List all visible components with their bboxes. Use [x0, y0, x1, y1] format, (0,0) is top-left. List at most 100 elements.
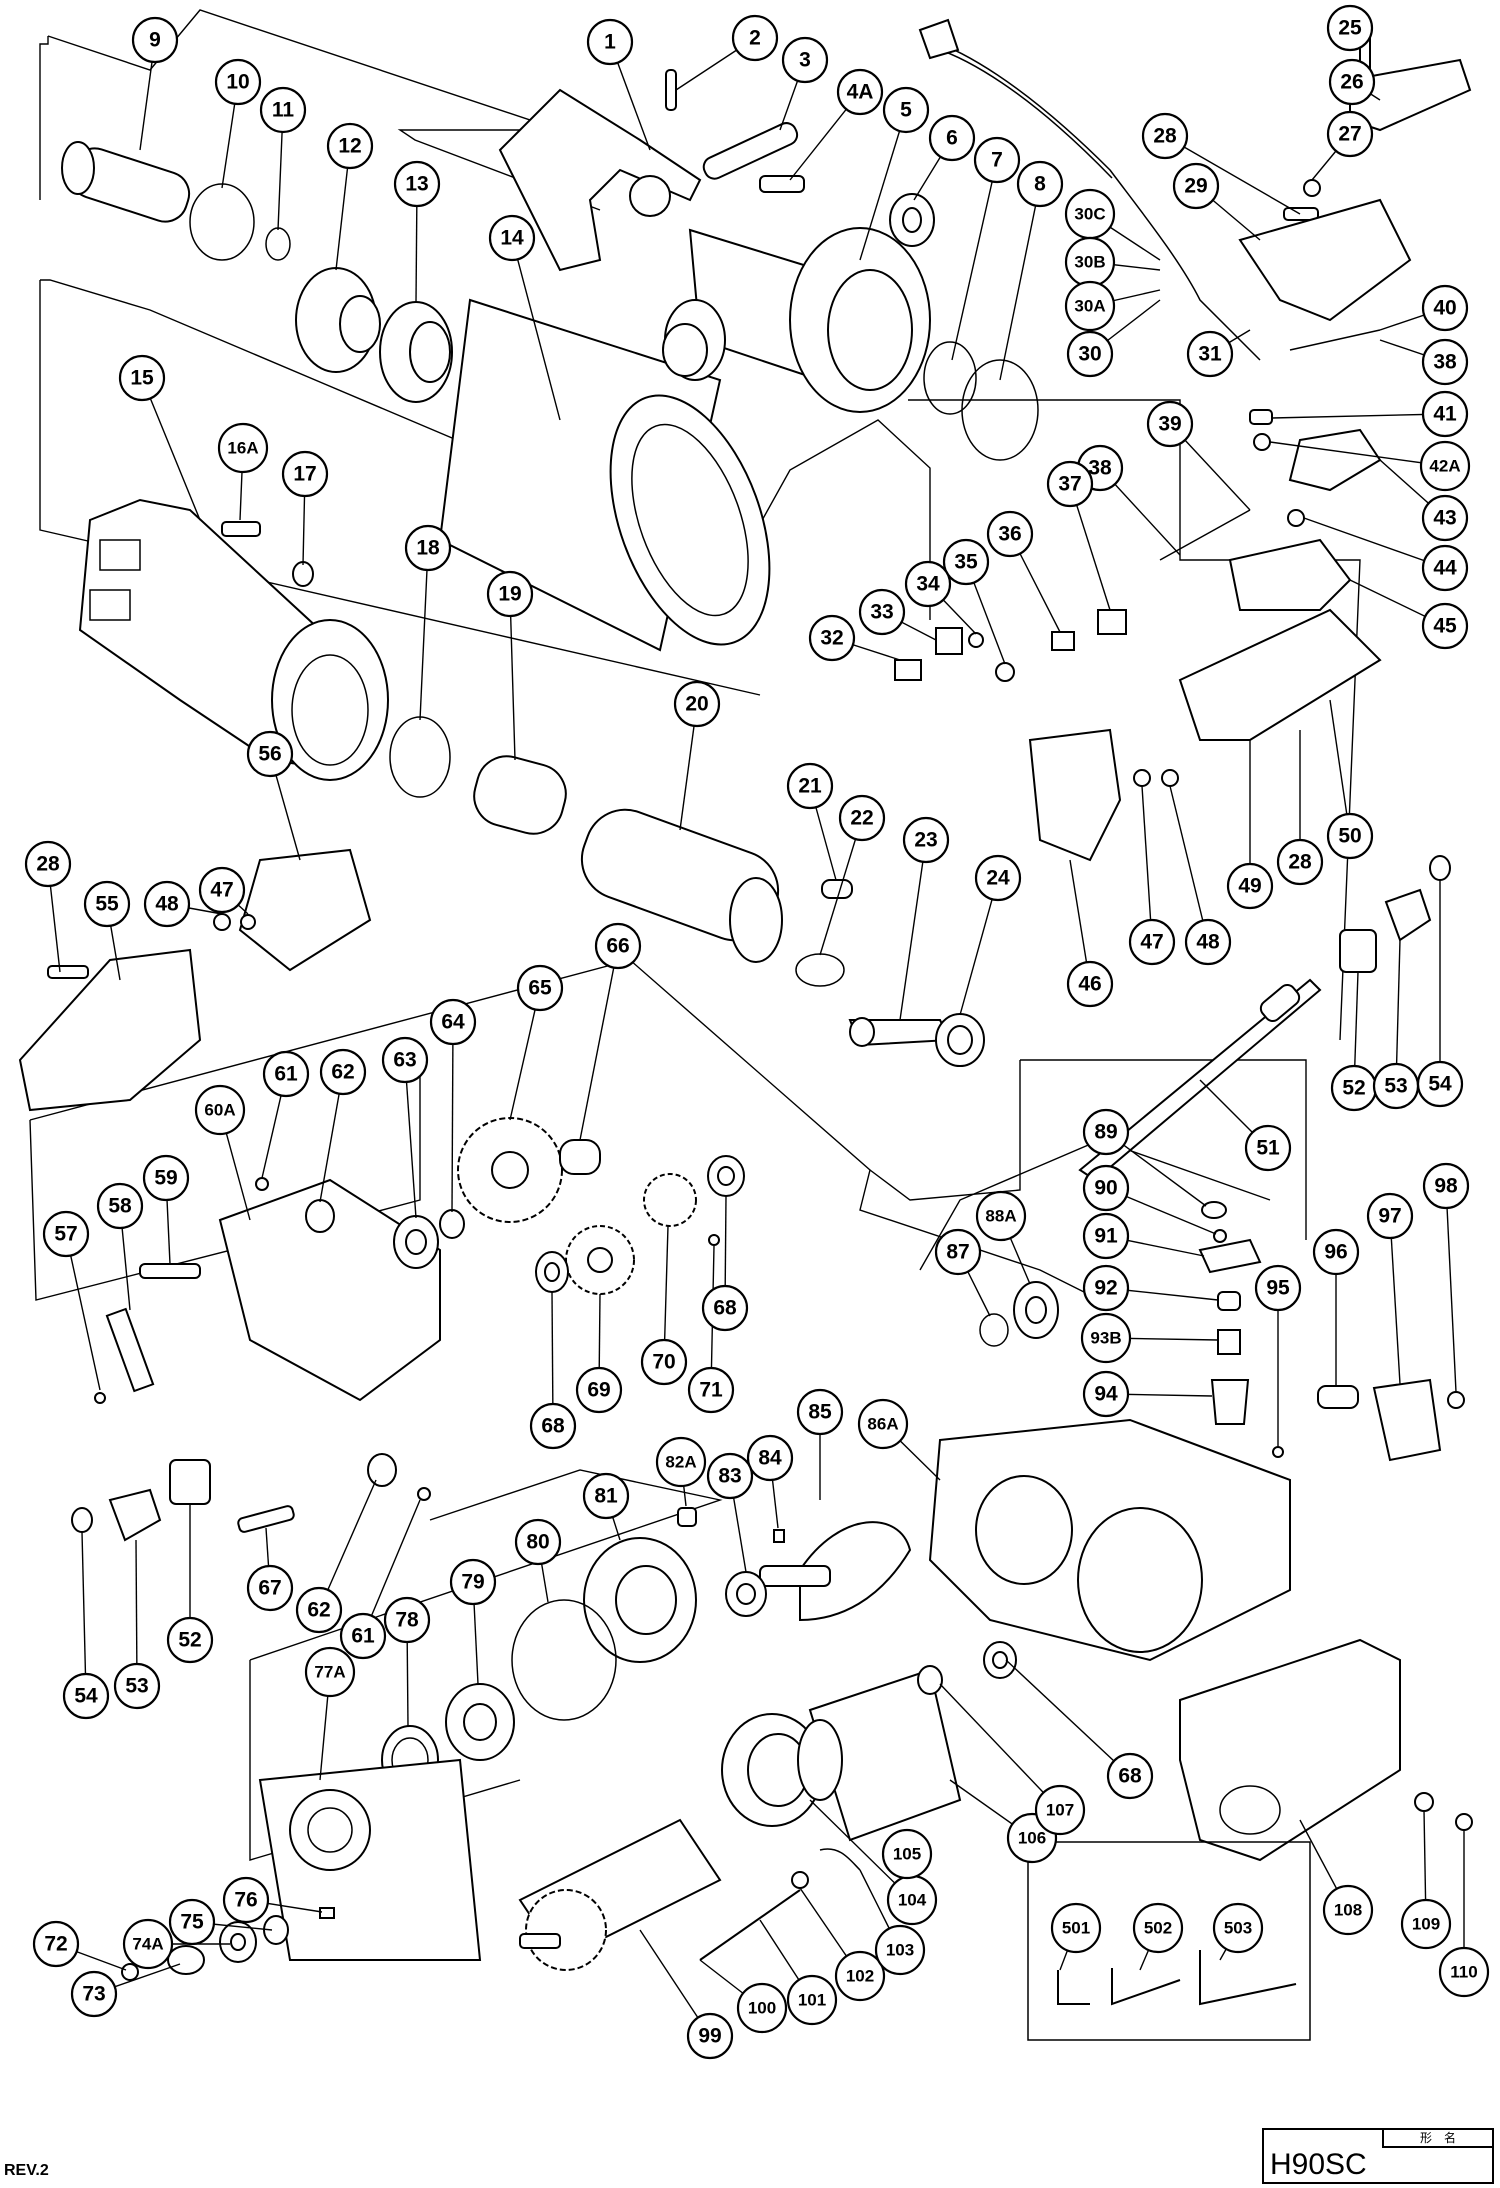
part-68-bearing-motor — [983, 1641, 1017, 1679]
callout-label: 67 — [258, 1577, 281, 1600]
callout-75: 75 — [168, 1898, 216, 1946]
leader-15 — [141, 377, 201, 521]
callout-label: 99 — [698, 2025, 721, 2048]
callout-label: 104 — [898, 1891, 927, 1910]
callout-52: 52 — [1330, 1064, 1378, 1112]
part-68-bearing-lower — [535, 1251, 569, 1293]
callout-104: 104 — [886, 1874, 938, 1926]
callout-circle — [575, 1366, 623, 1414]
leader-42A — [1269, 441, 1446, 467]
callout-label: 68 — [713, 1297, 737, 1320]
part-47-washer-left — [240, 914, 256, 930]
callout-label: 76 — [234, 1889, 257, 1912]
part-28-screw-left — [47, 965, 89, 979]
part-502-hex-wrench — [1111, 1968, 1181, 2006]
leader-68 — [1005, 1659, 1131, 1777]
callout-label: 103 — [886, 1941, 914, 1960]
callout-45: 45 — [1421, 602, 1469, 650]
part-11-ring — [265, 227, 291, 261]
callout-54: 54 — [62, 1672, 110, 1720]
callout-46: 46 — [1066, 960, 1114, 1008]
callout-68: 68 — [529, 1402, 577, 1450]
callout-circle — [1080, 1312, 1132, 1364]
callout-label: 46 — [1078, 973, 1101, 996]
callout-13: 13 — [393, 160, 441, 208]
callout-circle — [781, 36, 829, 84]
part-61-screw-upper — [255, 1177, 269, 1191]
callout-102: 102 — [834, 1950, 886, 2002]
callout-circle — [586, 18, 634, 66]
callout-circle — [198, 866, 246, 914]
callout-label: 53 — [125, 1675, 148, 1698]
part-38-wire-lower — [1159, 509, 1251, 561]
part-48-nut-left — [213, 913, 231, 931]
callout-label: 87 — [946, 1241, 969, 1264]
callout-circle — [281, 450, 329, 498]
callout-12: 12 — [326, 122, 374, 170]
part-82A-screw — [677, 1507, 697, 1527]
part-59-bolt — [139, 1263, 201, 1279]
part-33-block — [935, 627, 963, 655]
callout-50: 50 — [1326, 812, 1374, 860]
part-22-ring — [795, 953, 845, 987]
callout-label: 50 — [1338, 825, 1361, 848]
callout-60A: 60A — [194, 1084, 246, 1136]
callout-circle — [594, 922, 642, 970]
callout-circle — [1312, 1228, 1360, 1276]
callout-circle — [808, 614, 856, 662]
callout-52: 52 — [166, 1616, 214, 1664]
part-5-spacer — [662, 323, 708, 377]
part-2-pin — [665, 69, 677, 111]
callout-circle — [304, 1646, 356, 1698]
callout-label: 35 — [954, 551, 978, 574]
callout-label: 98 — [1434, 1175, 1458, 1198]
callout-circle — [1066, 330, 1114, 378]
callout-61: 61 — [262, 1050, 310, 1098]
callout-22: 22 — [838, 794, 886, 842]
callout-label: 14 — [500, 227, 524, 250]
leader-44 — [1303, 517, 1446, 569]
part-53-holder-left — [108, 1488, 162, 1542]
callout-circle — [96, 1182, 144, 1230]
callout-label: 82A — [665, 1453, 696, 1472]
part-56-gasket — [238, 848, 372, 972]
part-7-ring — [923, 341, 977, 415]
callout-label: 18 — [416, 537, 440, 560]
callout-21: 21 — [786, 762, 834, 810]
callout-6: 6 — [928, 114, 976, 162]
callout-9: 9 — [131, 16, 179, 64]
callout-57: 57 — [42, 1210, 90, 1258]
part-43-switch — [1288, 428, 1382, 492]
callout-circle — [214, 58, 262, 106]
callout-65: 65 — [516, 964, 564, 1012]
callout-circle — [582, 1472, 630, 1520]
leader-19 — [509, 593, 516, 761]
title-block-header: 形 名 — [1382, 2130, 1492, 2148]
callout-53: 53 — [113, 1662, 161, 1710]
part-42A-screw — [1253, 433, 1271, 451]
callout-label: 88A — [985, 1207, 1016, 1226]
callout-circle — [706, 1452, 754, 1500]
callout-circle — [1046, 460, 1094, 508]
callout-56: 56 — [246, 730, 294, 778]
leader-97 — [1389, 1215, 1401, 1385]
leader-8 — [999, 183, 1041, 381]
callout-label: 85 — [808, 1401, 832, 1424]
callout-77A: 77A — [304, 1646, 356, 1698]
callout-circle — [746, 1434, 794, 1482]
callout-label: 19 — [498, 583, 521, 606]
callout-label: 30B — [1074, 253, 1105, 272]
leader-41 — [1271, 413, 1446, 419]
part-21-pin — [821, 879, 853, 899]
callout-label: 62 — [307, 1599, 330, 1622]
callout-label: 56 — [258, 743, 281, 766]
callout-label: 20 — [685, 693, 708, 716]
part-52-cap-right — [1339, 929, 1377, 973]
callout-circle — [1082, 1264, 1130, 1312]
callout-label: 102 — [846, 1967, 874, 1986]
callout-circle — [1172, 162, 1220, 210]
callout-label: 30A — [1074, 297, 1105, 316]
part-4A-bolt — [759, 175, 805, 193]
leader-7 — [951, 159, 998, 361]
